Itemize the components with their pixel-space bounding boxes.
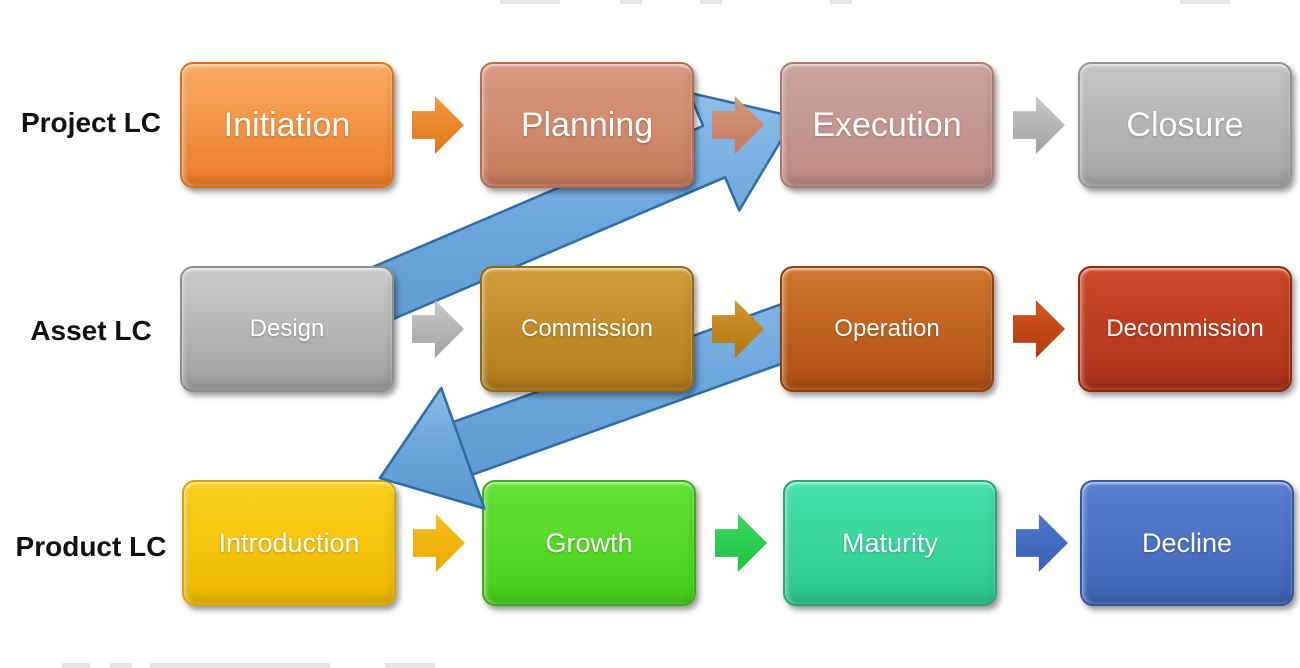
cropped-text-artifact-top [1180,0,1230,4]
stage-label: Design [249,315,325,342]
stage-planning: Planning [480,62,694,188]
stage-introduction: Introduction [182,480,396,606]
stage-label: Introduction [218,527,360,558]
row-label-asset-lc: Asset LC [30,315,152,346]
stage-execution: Execution [780,62,994,188]
row-label-product-lc: Product LC [15,531,167,562]
cropped-text-artifact-top [620,0,642,4]
cropped-text-artifact-bottom [110,663,132,668]
stage-label: Growth [545,527,633,558]
stage-label: Operation [834,315,940,342]
asset-to-product-arrowhead [378,386,486,510]
stage-closure: Closure [1078,62,1292,188]
stage-label: Planning [520,105,654,144]
cropped-text-artifact-bottom [62,663,90,668]
cropped-text-artifact-top [830,0,852,4]
stage-design: Design [180,266,394,392]
stage-label: Decommission [1106,315,1264,342]
stage-label: Commission [520,315,654,342]
stage-label: Execution [812,105,962,144]
stage-decline: Decline [1080,480,1294,606]
stage-decommission: Decommission [1078,266,1292,392]
stage-operation: Operation [780,266,994,392]
stage-label: Initiation [223,105,351,144]
stage-label: Decline [1141,527,1233,558]
stage-label: Maturity [841,527,939,558]
stage-initiation: Initiation [180,62,394,188]
cropped-text-artifact-bottom [385,663,435,668]
cropped-text-artifact-top [500,0,560,4]
stage-maturity: Maturity [783,480,997,606]
stage-commission: Commission [480,266,694,392]
cropped-text-artifact-bottom [150,663,330,668]
cropped-text-artifact-top [700,0,722,4]
stage-growth: Growth [482,480,696,606]
row-label-project-lc: Project LC [20,107,162,138]
stage-label: Closure [1126,105,1244,144]
